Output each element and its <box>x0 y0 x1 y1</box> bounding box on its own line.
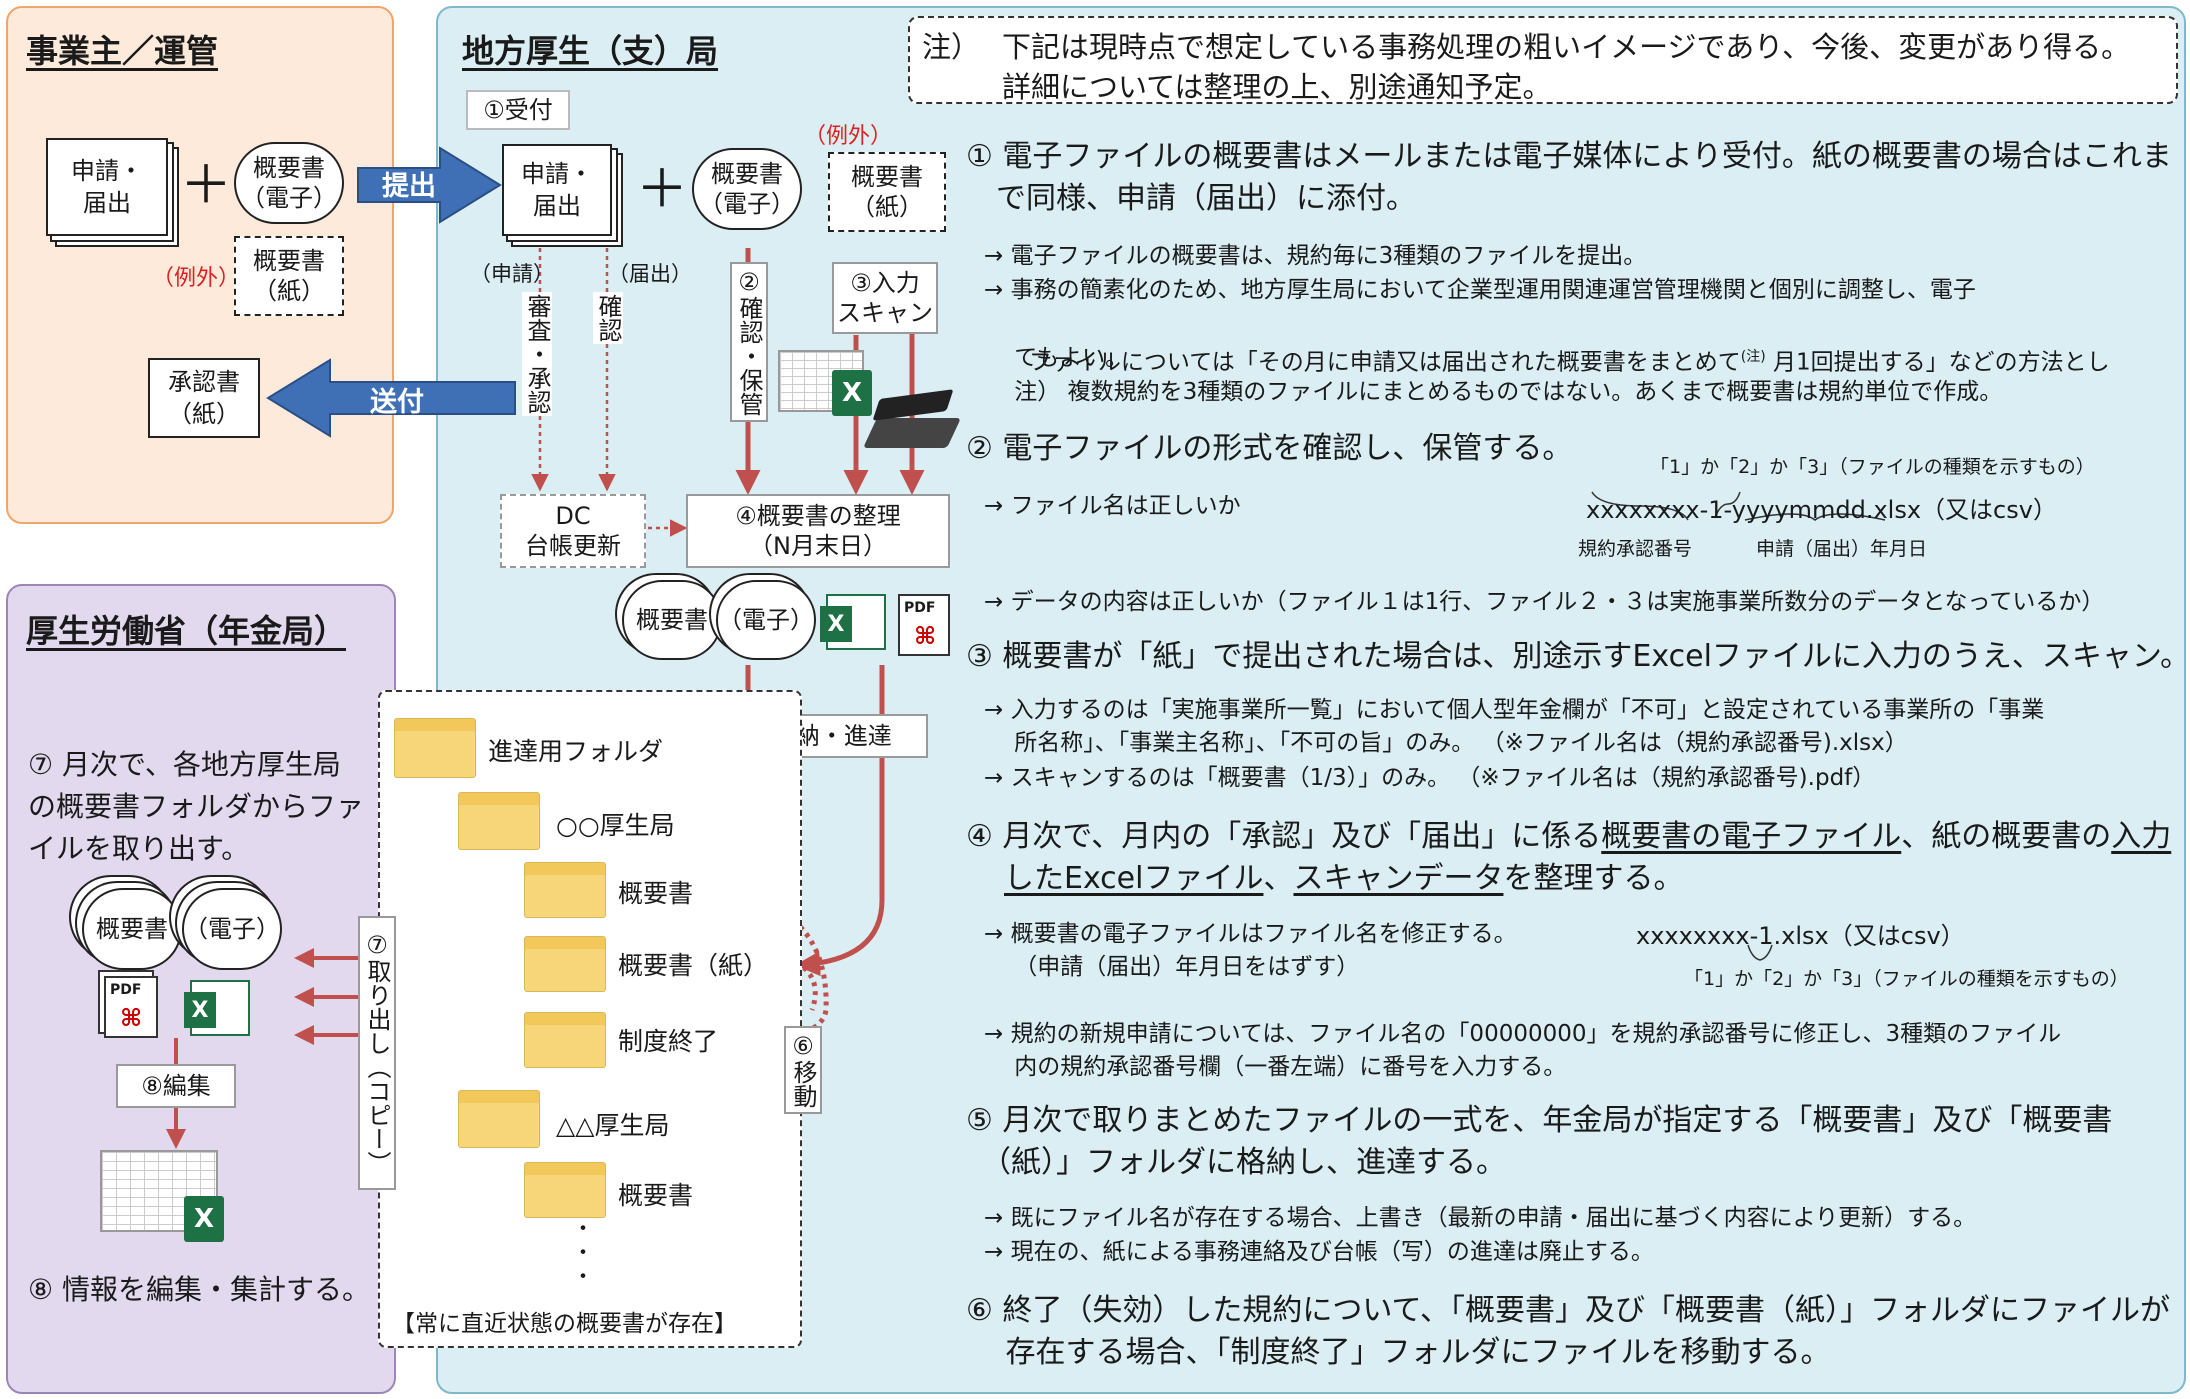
send-arrow <box>266 358 516 438</box>
folder-bureau2-label: △△厚生局 <box>556 1111 670 1140</box>
employer-approval-doc: 承認書 （紙） <box>148 358 260 438</box>
item2-format-right: 申請（届出）年月日 <box>1756 538 1928 560</box>
employer-summary-electronic: 概要書 （電子） <box>234 142 344 224</box>
item1-sub2a: → 事務の簡素化のため、地方厚生局において企業型運用関連運営管理機関と個別に調整… <box>984 277 1976 303</box>
folder-icon <box>458 1090 540 1148</box>
excel-icon: X <box>184 980 250 1036</box>
item2-sub2: → データの内容は正しいか（ファイル１は1行、ファイル２・３は実施事業所数分のデ… <box>984 589 2105 615</box>
item2-sub1: → ファイル名は正しいか <box>984 493 1241 519</box>
item5-sub1: → 既にファイル名が存在する場合、上書き（最新の申請・届出に基づく内容により更新… <box>984 1205 1977 1231</box>
confirm-label: 確認 <box>593 292 623 344</box>
step4-organize: ④概要書の整理 （N月末日） <box>686 494 950 568</box>
employer-plus: ＋ <box>180 156 233 216</box>
step3-label: ③入力 スキャン <box>832 262 938 334</box>
folder-bureau1-label: ○○厚生局 <box>556 811 675 840</box>
edit-label: ⑧編集 <box>116 1064 236 1108</box>
item3-sub2: → スキャンするのは「概要書（1/3）」のみ。 （※ファイル名は（規約承認番号)… <box>984 765 1876 791</box>
panel-ministry-title: 厚生労働省（年金局） <box>26 612 347 650</box>
ministry-text8: ⑧ 情報を編集・集計する。 <box>28 1273 371 1306</box>
review-approve-label: 審査・承認 <box>522 292 552 416</box>
tag-notify: （届出） <box>608 262 692 286</box>
item4-format: xxxxxxxx-1.xlsx（又はcsv） <box>1636 922 1965 950</box>
item2-format-top: 「1」か「2」か「3」（ファイルの種類を示すもの） <box>1650 456 2095 478</box>
regional-summary-paper: 概要書 （紙） <box>828 152 946 232</box>
step7-takeout-label: ⑦取り出し（コピー） <box>358 916 396 1190</box>
employer-exception-label: （例外） <box>152 266 241 291</box>
item5-sub2: → 現在の、紙による事務連絡及び台帳（写）の進達は廃止する。 <box>984 1239 1654 1265</box>
item1-sub2c: てもよい。 <box>984 345 1129 371</box>
item3-sub1: → 入力するのは「実施事業所一覧」において個人型年金欄が「不可」と設定されている… <box>984 697 2045 756</box>
employer-application-label: 申請・ 届出 <box>71 157 143 217</box>
submit-label: 提出 <box>382 171 436 202</box>
item4-sub2: → 規約の新規申請については、ファイル名の「00000000」を規約承認番号に修… <box>984 1021 2062 1080</box>
step6-move-label: ⑥移動 <box>784 1026 822 1114</box>
folder-summary2-label: 概要書 <box>618 1181 694 1210</box>
folder-icon <box>524 1162 606 1218</box>
pdf-icon: PDF ⌘ <box>898 594 950 656</box>
item1-sub3: 注） 複数規約を3種類のファイルにまとめるものではない。あくまで概要書は規約単位… <box>984 379 2003 405</box>
ministry-stack-electronic: （電子） <box>182 888 282 970</box>
excel-icon: X <box>820 594 886 650</box>
ministry-stack-summary: 概要書 <box>82 888 182 970</box>
employer-application-doc: 申請・ 届出 <box>46 138 168 236</box>
step2-label: ②確認・保管 <box>730 262 768 422</box>
item1-sub2b: ファイルについては「その月に申請又は届出された概要書をまとめて(注) 月1回提出… <box>998 349 2110 376</box>
note-line2: 詳細については整理の上、別途通知予定。 <box>1002 70 1552 104</box>
panel-employer-title: 事業主／運管 <box>26 32 219 70</box>
note-prefix: 注） <box>922 30 981 64</box>
excel-icon: X <box>184 1196 224 1242</box>
regional-exception-label: （例外） <box>804 124 893 149</box>
regional-summary-electronic: 概要書 （電子） <box>692 148 802 230</box>
submit-arrow <box>357 146 502 224</box>
item2-format-mid: xxxxxxxx-1-yyyymmdd.xlsx（又はcsv） <box>1586 496 2057 524</box>
folder-icon <box>524 862 606 918</box>
item2-main: ② 電子ファイルの形式を確認し、保管する。 <box>966 431 1573 466</box>
folder-icon <box>394 718 476 778</box>
folder-icon <box>524 1012 606 1068</box>
regional-plus: ＋ <box>636 160 689 220</box>
note-line1: 下記は現時点で想定している事務処理の粗いイメージであり、今後、変更があり得る。 <box>1002 30 2131 64</box>
tag-apply: （申請） <box>470 262 554 286</box>
excel-icon: X <box>832 370 872 416</box>
pdf-icon: PDF ⌘ <box>104 976 158 1038</box>
employer-approval-label: 承認書 （紙） <box>168 368 240 428</box>
item6-main: ⑥ 終了（失効）した規約について、「概要書」及び「概要書（紙）」フォルダにファイ… <box>966 1293 2171 1370</box>
folder-icon <box>524 936 606 992</box>
ministry-text7: ⑦ 月次で、各地方厚生局 の概要書フォルダからファ イルを取り出す。 <box>28 748 365 865</box>
item5-main: ⑤ 月次で取りまとめたファイルの一式を、年金局が指定する「概要書」及び「概要書 … <box>966 1103 2113 1180</box>
regional-stack-summary: 概要書 <box>622 580 722 660</box>
dc-ledger-update: DC 台帳更新 <box>500 494 646 568</box>
item4-main: ④ 月次で、月内の「承認」及び「届出」に係る概要書の電子ファイル、紙の概要書の入… <box>966 819 2172 896</box>
note-box: 注） 下記は現時点で想定している事務処理の粗いイメージであり、今後、変更があり得… <box>908 16 2178 104</box>
item3-main: ③ 概要書が「紙」で提出された場合は、別途示すExcelファイルに入力のうえ、ス… <box>966 639 2190 674</box>
item2-format-left: 規約承認番号 <box>1578 538 1693 560</box>
item1-sub1: → 電子ファイルの概要書は、規約毎に3種類のファイルを提出。 <box>984 243 1647 269</box>
folder-summary-paper-label: 概要書（紙） <box>618 951 769 980</box>
regional-application-doc: 申請・ 届出 <box>502 144 612 236</box>
folder-dots: ・ ・ ・ <box>572 1217 595 1290</box>
folder-footer: 【常に直近状態の概要書が存在】 <box>392 1304 737 1338</box>
regional-stack-electronic: （電子） <box>716 580 816 660</box>
folder-summary-label: 概要書 <box>618 879 694 908</box>
step1-receive-label: ①受付 <box>466 90 570 130</box>
panel-regional-title: 地方厚生（支）局 <box>462 32 719 70</box>
item4-sub1: → 概要書の電子ファイルはファイル名を修正する。 （申請（届出）年月日をはずす） <box>984 921 1517 980</box>
folder-root-label: 進達用フォルダ <box>488 737 664 766</box>
send-label: 送付 <box>370 387 424 418</box>
item1-main: ① 電子ファイルの概要書はメールまたは電子媒体により受付。紙の概要書の場合はこれ… <box>966 139 2172 216</box>
scanner-icon <box>863 389 961 456</box>
employer-summary-paper: 概要書 （紙） <box>234 236 344 316</box>
folder-icon <box>458 792 540 850</box>
folder-end-label: 制度終了 <box>618 1027 719 1056</box>
spreadsheet-icon <box>100 1150 218 1232</box>
item4-format-note: 「1」か「2」か「3」（ファイルの種類を示すもの） <box>1684 968 2129 990</box>
